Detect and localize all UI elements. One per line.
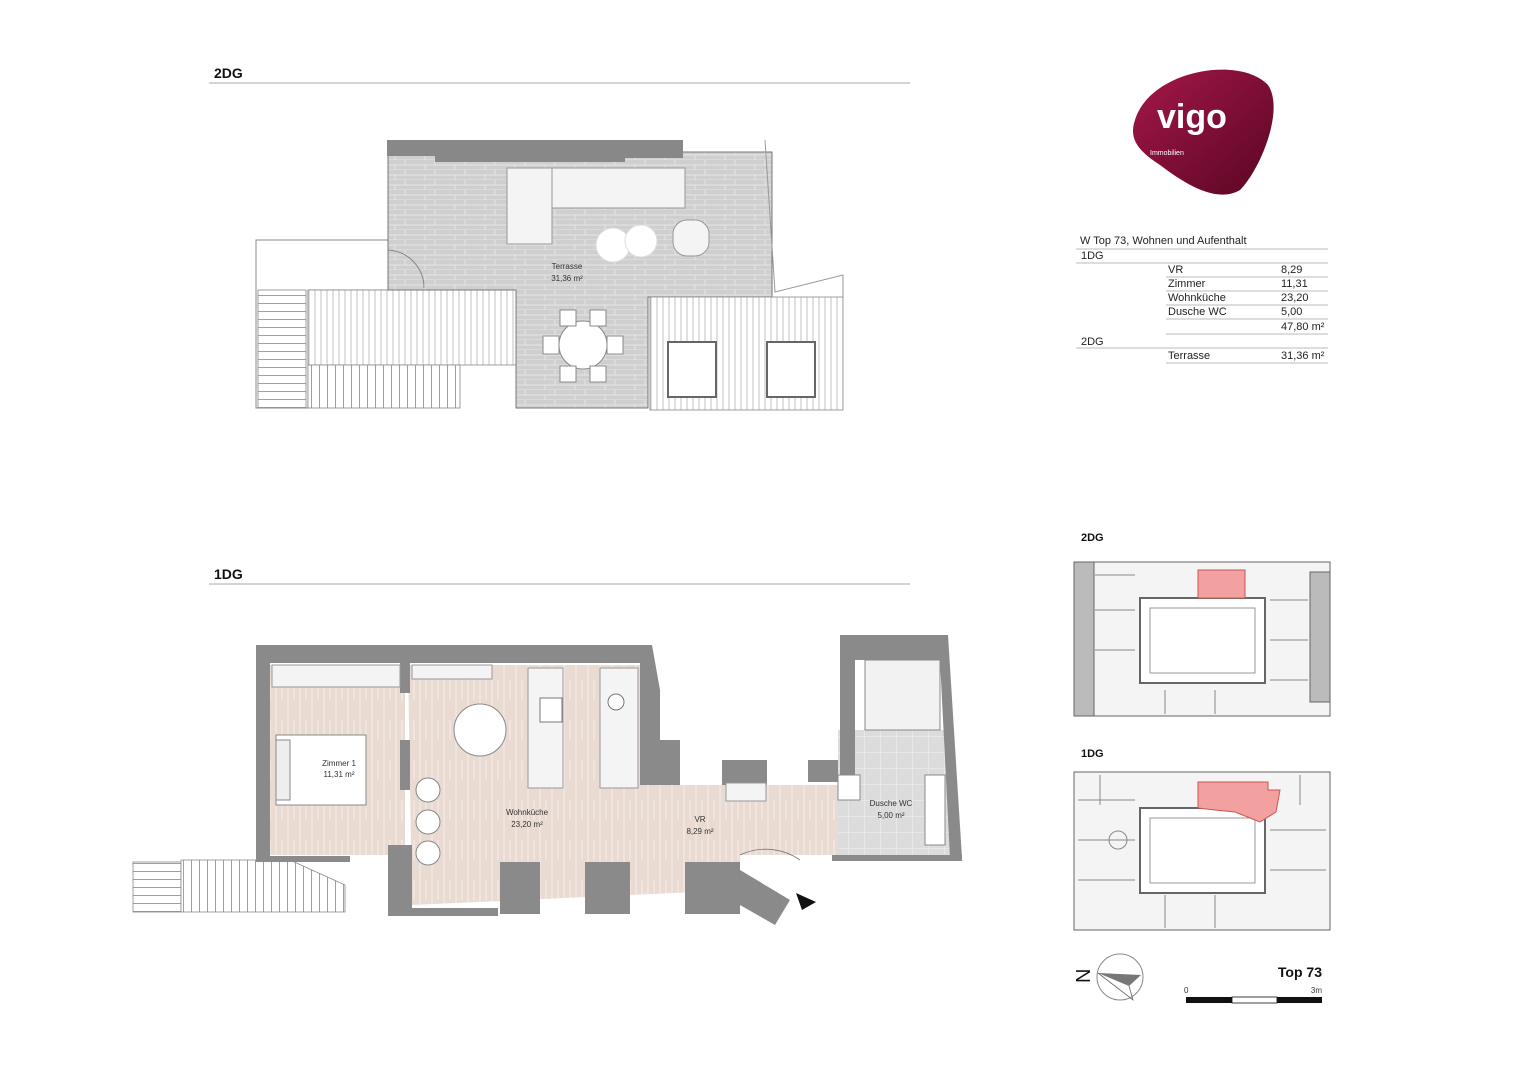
logo-sub: Immobilien — [1150, 150, 1184, 157]
table-total: 47,80 m² — [1281, 321, 1325, 333]
north-label: N — [1073, 969, 1095, 983]
room-name-dusche: Dusche WC — [870, 799, 913, 808]
scale-end: 3m — [1311, 986, 1322, 995]
room-name-vr: VR — [694, 815, 705, 824]
room-area-wohnkueche: 23,20 m² — [511, 820, 543, 829]
room-name-terrasse: Terrasse — [552, 262, 583, 271]
room-name-wohnkueche: Wohnküche — [506, 808, 549, 817]
table-value: 8,29 — [1281, 264, 1302, 276]
table-floor-2dg: 2DG — [1081, 336, 1104, 348]
table-room: Wohnküche — [1168, 292, 1226, 304]
key-plan-2dg: 2DG — [1073, 532, 1331, 717]
table-value: 23,20 — [1281, 292, 1309, 304]
table-room: Zimmer — [1168, 278, 1206, 290]
room-area-zimmer: 11,31 m² — [324, 770, 355, 779]
room-area-terrasse: 31,36 m² — [551, 274, 583, 283]
table-room: VR — [1168, 264, 1183, 276]
area-table: W Top 73, Wohnen und Aufenthalt 1DG VR 8… — [1076, 235, 1328, 364]
room-name-zimmer: Zimmer 1 — [322, 759, 356, 768]
table-room: Dusche WC — [1168, 306, 1227, 318]
table-value: 5,00 — [1281, 306, 1302, 318]
scale-start: 0 — [1184, 986, 1189, 995]
plan-1dg: Zimmer 1 11,31 m² Wohnküche 23,20 m² VR … — [132, 635, 962, 925]
floor-title-2dg: 2DG — [214, 65, 243, 81]
plan-2dg: Terrasse 31,36 m² — [255, 139, 844, 411]
key-plan-label-2dg: 2DG — [1081, 532, 1104, 544]
room-area-vr: 8,29 m² — [686, 827, 713, 836]
stair-2dg — [257, 289, 307, 409]
entrance-arrow-icon — [796, 893, 816, 910]
scale-bar: 0 3m — [1184, 986, 1322, 1004]
terrace-floor — [387, 151, 773, 409]
unit-label: Top 73 — [1278, 964, 1322, 980]
vigo-logo: vigo Immobilien — [1132, 69, 1274, 195]
room-area-dusche: 5,00 m² — [877, 811, 904, 820]
table-floor-1dg: 1DG — [1081, 250, 1104, 262]
table-value: 31,36 m² — [1281, 350, 1325, 362]
north-arrow: N — [1073, 953, 1144, 1002]
table-title: W Top 73, Wohnen und Aufenthalt — [1080, 235, 1247, 247]
table-room: Terrasse — [1168, 350, 1210, 362]
key-plan-label-1dg: 1DG — [1081, 748, 1104, 760]
floor-title-1dg: 1DG — [214, 566, 243, 582]
logo-brand: vigo — [1157, 98, 1227, 136]
table-value: 11,31 — [1281, 278, 1308, 290]
key-plan-1dg: 1DG — [1073, 748, 1331, 931]
